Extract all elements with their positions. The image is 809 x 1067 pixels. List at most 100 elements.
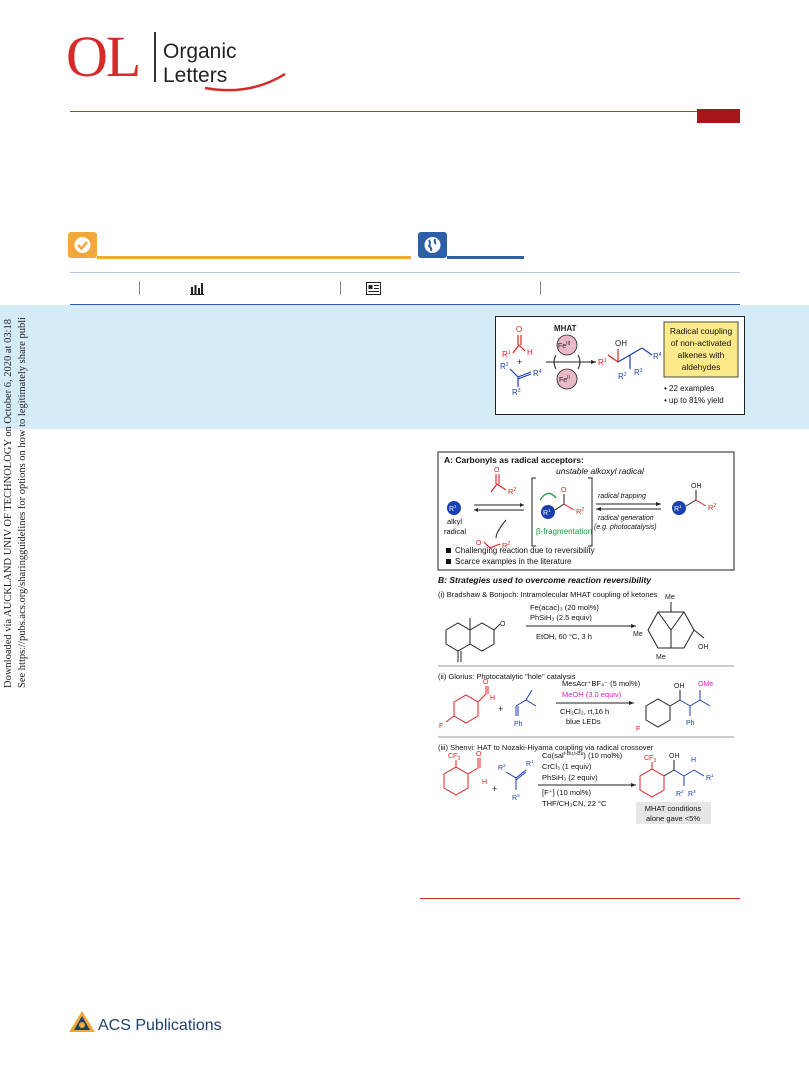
svg-text:radical: radical — [444, 527, 466, 536]
svg-text:R1: R1 — [674, 504, 682, 513]
journal-name-line1: Organic — [163, 40, 237, 63]
svg-text:R3: R3 — [634, 368, 643, 377]
svg-text:Downloaded via AUCKLAND UNIV O: Downloaded via AUCKLAND UNIV OF TECHNOLO… — [3, 318, 14, 688]
svg-text:aldehydes: aldehydes — [682, 362, 721, 372]
svg-text:[F⁺] (10 mol%): [F⁺] (10 mol%) — [542, 788, 591, 797]
svg-text:R1: R1 — [706, 773, 714, 782]
svg-text:CF3: CF3 — [448, 753, 460, 762]
globe-icon — [424, 237, 441, 253]
svg-text:R1: R1 — [543, 508, 551, 517]
check-badge[interactable] — [68, 232, 97, 258]
svg-text:Ph: Ph — [686, 720, 695, 727]
svg-text:H: H — [490, 695, 495, 702]
article-recommendations-icon[interactable] — [366, 282, 381, 295]
svg-text:MHAT conditions: MHAT conditions — [645, 804, 702, 813]
svg-text:alone gave <5%: alone gave <5% — [646, 814, 700, 823]
svg-text:Co(salt-Bu,t-Bu) (10 mol%): Co(salt-Bu,t-Bu) (10 mol%) — [542, 751, 623, 760]
svg-text:OH: OH — [674, 683, 685, 690]
journal-name-line2: Letters — [163, 64, 228, 87]
svg-text:Me: Me — [633, 631, 643, 638]
svg-text:blue LEDs: blue LEDs — [566, 717, 601, 726]
svg-text:alkenes with: alkenes with — [678, 350, 725, 360]
svg-text:R2: R2 — [618, 372, 627, 381]
svg-text:PhSiH₃ (2.5 equiv): PhSiH₃ (2.5 equiv) — [530, 613, 592, 622]
svg-text:OH: OH — [698, 644, 709, 651]
svg-text:R3: R3 — [512, 793, 520, 802]
svg-text:MHAT: MHAT — [554, 324, 577, 333]
metrics-bottom-rule — [70, 304, 740, 305]
svg-text:Radical coupling: Radical coupling — [670, 326, 733, 336]
journal-name: Organic Letters — [163, 40, 237, 88]
globe-badge[interactable] — [418, 232, 447, 258]
svg-text:R3: R3 — [512, 388, 521, 397]
svg-text:(i) Bradshaw & Bonjoch: Intram: (i) Bradshaw & Bonjoch: Intramolecular M… — [438, 590, 658, 599]
svg-text:O: O — [494, 467, 500, 474]
svg-text:PhSiH₃ (2 equiv): PhSiH₃ (2 equiv) — [542, 773, 598, 782]
svg-text:radical generation: radical generation — [598, 515, 654, 522]
svg-text:unstable alkoxyl radical: unstable alkoxyl radical — [556, 466, 645, 476]
svg-text:R1: R1 — [526, 759, 534, 768]
metrics-separator — [340, 281, 341, 295]
svg-text:MesAcr⁺BF₄⁻ (5 mol%): MesAcr⁺BF₄⁻ (5 mol%) — [562, 679, 641, 688]
svg-text:R4: R4 — [533, 369, 542, 378]
check-icon — [74, 237, 91, 253]
journal-logo-initials: OL — [66, 24, 141, 89]
svg-text:H: H — [691, 757, 696, 764]
svg-text:+: + — [498, 704, 503, 714]
svg-text:O: O — [476, 751, 482, 758]
svg-text:CF3: CF3 — [644, 755, 656, 764]
svg-text:R2: R2 — [500, 362, 509, 371]
publisher-name[interactable]: ACS Publications — [98, 1017, 222, 1034]
svg-text:H: H — [527, 348, 533, 357]
svg-text:O: O — [561, 487, 567, 494]
header-rule — [70, 111, 740, 112]
svg-text:+: + — [517, 357, 522, 367]
svg-text:FeII: FeII — [559, 375, 570, 384]
svg-text:R1: R1 — [598, 358, 607, 367]
svg-text:R2: R2 — [708, 503, 716, 512]
svg-text:• 22 examples: • 22 examples — [664, 384, 714, 393]
svg-text:Me: Me — [656, 654, 666, 661]
svg-text:O: O — [476, 540, 482, 547]
svg-text:(iii) Shenvi: HAT to Nozaki-Hi: (iii) Shenvi: HAT to Nozaki-Hiyama coupl… — [438, 743, 654, 752]
svg-text:β-fragmentation: β-fragmentation — [536, 527, 592, 536]
svg-text:A: Carbonyls as radical accept: A: Carbonyls as radical acceptors: — [444, 455, 584, 465]
svg-text:CrCl₃ (1 equiv): CrCl₃ (1 equiv) — [542, 762, 592, 771]
svg-text:(ii) Glorius: Photocatalytic ": (ii) Glorius: Photocatalytic "hole" cata… — [438, 672, 576, 681]
svg-text:R2: R2 — [676, 789, 684, 798]
toc-scheme: O R1 H + R2 R4 R3 MHAT FeIII FeII OH — [500, 321, 739, 405]
svg-text:Scarce examples in the literat: Scarce examples in the literature — [455, 557, 572, 566]
svg-text:O: O — [516, 325, 522, 334]
svg-text:R2: R2 — [498, 763, 506, 772]
svg-text:R1: R1 — [449, 504, 457, 513]
metrics-separator — [540, 281, 541, 295]
svg-text:H: H — [482, 779, 487, 786]
toc-graphic: O R1 H + R2 R4 R3 MHAT FeIII FeII OH — [495, 316, 745, 415]
svg-text:EtOH, 60 °C, 3 h: EtOH, 60 °C, 3 h — [536, 632, 592, 641]
metrics-chart-icon[interactable] — [190, 282, 204, 295]
svg-text:R2: R2 — [502, 541, 510, 550]
download-notice: Downloaded via AUCKLAND UNIV OF TECHNOLO… — [0, 262, 34, 688]
globe-badge-underline — [447, 256, 524, 259]
svg-text:THF/CH₃CN, 22 °C: THF/CH₃CN, 22 °C — [542, 799, 607, 808]
svg-text:See https://pubs.acs.org/shari: See https://pubs.acs.org/sharingguidelin… — [17, 318, 28, 688]
svg-text:F: F — [636, 726, 640, 733]
svg-text:radical trapping: radical trapping — [598, 493, 646, 500]
figure-1: A: Carbonyls as radical acceptors: unsta… — [436, 450, 738, 855]
svg-text:OH: OH — [669, 753, 680, 760]
svg-text:O: O — [500, 621, 506, 628]
logo-swoosh-icon — [204, 72, 286, 92]
check-badge-underline — [97, 256, 411, 259]
svg-text:• up to 81% yield: • up to 81% yield — [664, 396, 724, 405]
logo-divider — [154, 32, 156, 82]
footnote-rule — [420, 898, 740, 899]
acs-logo-icon[interactable] — [68, 1010, 96, 1034]
svg-text:OH: OH — [615, 339, 627, 348]
svg-text:Challenging reaction due to re: Challenging reaction due to reversibilit… — [455, 546, 595, 555]
figure-1-scheme: A: Carbonyls as radical acceptors: unsta… — [437, 451, 735, 824]
svg-text:R3: R3 — [688, 789, 696, 798]
svg-text:B: Strategies used to overcome: B: Strategies used to overcome reaction … — [438, 575, 652, 585]
svg-text:R2: R2 — [508, 487, 516, 496]
svg-text:Ph: Ph — [514, 721, 523, 728]
svg-text:MeOH (3.0 equiv): MeOH (3.0 equiv) — [562, 690, 622, 699]
